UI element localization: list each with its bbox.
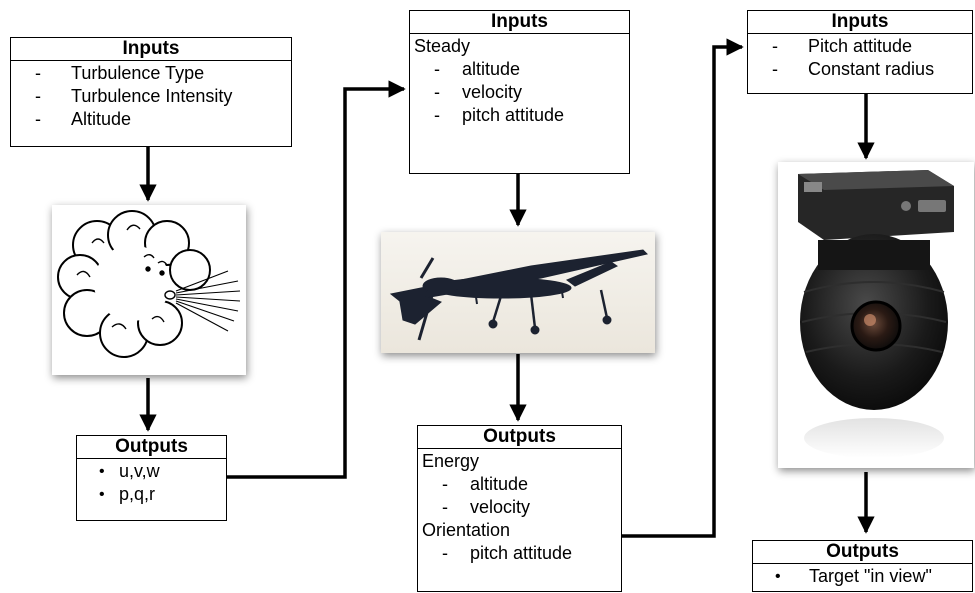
- dash-mark: -: [35, 109, 41, 129]
- uav-drone-icon: [381, 232, 655, 353]
- uav-image: [381, 232, 655, 353]
- list-item: Altitude: [71, 109, 132, 129]
- box-header: Outputs: [753, 541, 972, 564]
- group-label: Orientation: [422, 520, 511, 540]
- list-item: Target "in view": [809, 566, 932, 586]
- list-item: velocity: [462, 82, 523, 102]
- dash-mark: -: [442, 474, 448, 494]
- turbulence-cloud-image: [52, 205, 246, 375]
- cloud-blowing-wind-icon: [57, 210, 241, 358]
- dash-mark: -: [434, 59, 440, 79]
- arrow-turbulence-outputs-to-uav-inputs: [227, 80, 406, 479]
- group-label: Steady: [414, 36, 471, 56]
- list-item: u,v,w: [119, 461, 160, 481]
- dash-mark: -: [35, 86, 41, 106]
- list-item: altitude: [462, 59, 521, 79]
- list-item: pitch attitude: [470, 543, 573, 563]
- group-label: Energy: [422, 451, 480, 471]
- turbulence-outputs-box: Outputs • u,v,w • p,q,r: [76, 435, 227, 521]
- turbulence-inputs-box: Inputs - Turbulence Type - Turbulence Inte…: [10, 37, 292, 147]
- bullet-mark: •: [775, 568, 781, 585]
- arrow-uav-outputs-to-camera-inputs: [622, 38, 744, 538]
- bullet-mark: •: [99, 486, 105, 503]
- list-item: Turbulence Type: [71, 63, 205, 83]
- list-item: Turbulence Intensity: [71, 86, 233, 106]
- list-item: velocity: [470, 497, 531, 517]
- dash-mark: -: [772, 59, 778, 79]
- dash-mark: -: [434, 105, 440, 125]
- camera-outputs-box: Outputs • Target "in view": [752, 540, 973, 592]
- box-header: Inputs: [410, 11, 629, 34]
- dash-mark: -: [35, 63, 41, 83]
- bullet-mark: •: [99, 463, 105, 480]
- list-item: Pitch attitude: [808, 36, 913, 56]
- dash-mark: -: [772, 36, 778, 56]
- box-header: Inputs: [11, 38, 291, 61]
- camera-gimbal-image: [778, 162, 974, 468]
- gimbal-camera-icon: [778, 162, 974, 468]
- list-item: p,q,r: [119, 484, 156, 504]
- uav-outputs-box: Outputs Energy - altitude - velocity Orien…: [417, 425, 622, 592]
- list-item: pitch attitude: [462, 105, 565, 125]
- box-header: Outputs: [418, 426, 621, 449]
- dash-mark: -: [442, 497, 448, 517]
- box-header: Inputs: [748, 11, 972, 34]
- box-header: Outputs: [77, 436, 226, 459]
- dash-mark: -: [442, 543, 448, 563]
- camera-inputs-box: Inputs - Pitch attitude - Constant radius: [747, 10, 973, 94]
- list-item: altitude: [470, 474, 529, 494]
- dash-mark: -: [434, 82, 440, 102]
- uav-inputs-box: Inputs Steady - altitude - velocity - pitch…: [409, 10, 630, 174]
- list-item: Constant radius: [808, 59, 935, 79]
